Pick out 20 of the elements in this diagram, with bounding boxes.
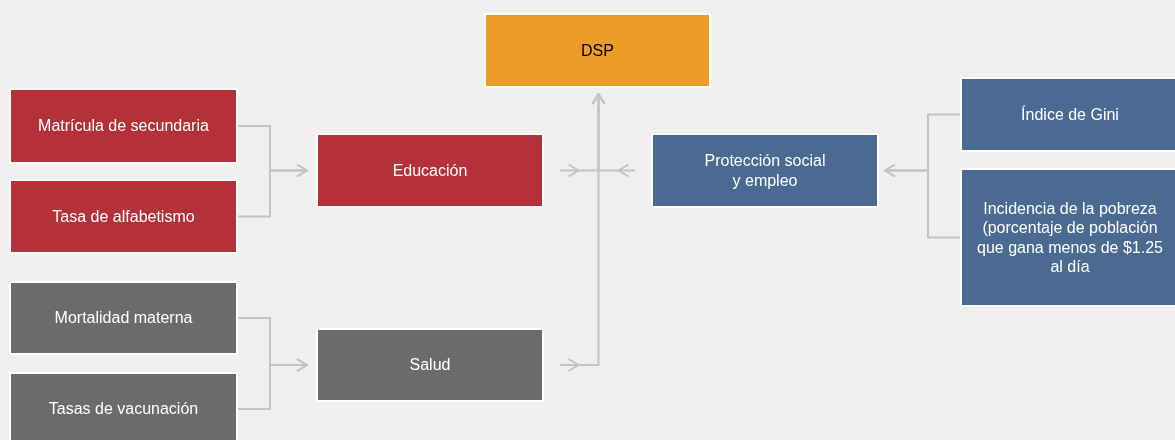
box-label: Protección social y empleo — [703, 151, 827, 190]
indicator-box — [651, 133, 879, 208]
box-label: Salud — [409, 355, 451, 375]
indicator-box — [9, 281, 238, 355]
indicator-box — [960, 77, 1175, 152]
indicator-box — [9, 179, 238, 254]
box-label: Matrícula de secundaria — [38, 116, 209, 136]
box-label: Tasas de vacunación — [48, 399, 199, 419]
box-label: Mortalidad materna — [54, 308, 193, 328]
indicator-box — [9, 372, 238, 440]
box-label: Tasa de alfabetismo — [52, 206, 195, 227]
indicator-box — [9, 88, 238, 164]
indicator-box — [960, 168, 1175, 307]
indicator-box — [316, 133, 544, 208]
box-label: DSP — [581, 40, 614, 61]
indicator-box — [316, 328, 544, 402]
box-label: Incidencia de la pobreza (porcentaje de población que gana menos de $1.25 al día — [976, 199, 1164, 276]
box-label: Índice de Gini — [1021, 104, 1119, 125]
indicator-box — [484, 13, 711, 88]
box-label: Educación — [392, 160, 468, 181]
